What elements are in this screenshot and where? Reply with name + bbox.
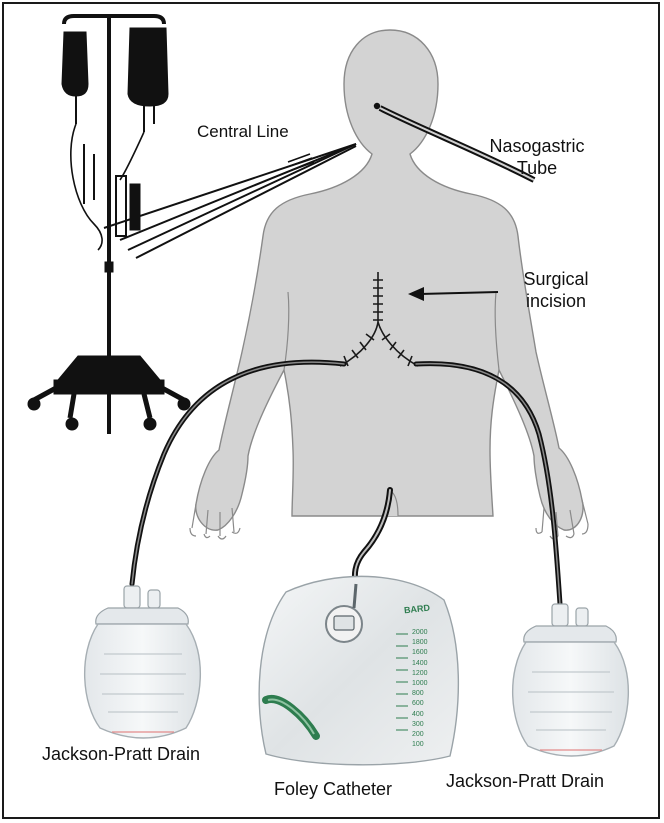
- surgical-incision-label: Surgical incision: [501, 269, 611, 312]
- foley-scale-mark: 200: [412, 730, 446, 740]
- surgical-label-line1: Surgical: [501, 269, 611, 291]
- foley-scale-mark: 2000: [412, 628, 446, 638]
- postoperative-patient-illustration: [4, 4, 660, 819]
- foley-catheter-label: Foley Catheter: [274, 779, 392, 801]
- foley-scale-mark: 400: [412, 710, 446, 720]
- jp-drain-left-label: Jackson-Pratt Drain: [42, 744, 200, 766]
- foley-scale-mark: 800: [412, 689, 446, 699]
- central-line-label: Central Line: [197, 122, 289, 142]
- nasogastric-tube-label: Nasogastric Tube: [471, 136, 603, 179]
- foley-scale-mark: 1800: [412, 638, 446, 648]
- foley-scale-mark: 1200: [412, 669, 446, 679]
- foley-scale-mark: 600: [412, 699, 446, 709]
- nasogastric-label-line2: Tube: [471, 158, 603, 180]
- foley-scale-mark: 1400: [412, 659, 446, 669]
- iv-pole: [28, 16, 190, 434]
- nasogastric-label-line1: Nasogastric: [471, 136, 603, 158]
- surgical-label-line2: incision: [501, 291, 611, 313]
- jp-drain-right-bulb: [513, 604, 629, 756]
- foley-scale-mark: 100: [412, 740, 446, 750]
- foley-scale-mark: 1000: [412, 679, 446, 689]
- foley-scale-mark: 1600: [412, 648, 446, 658]
- jp-drain-right-label: Jackson-Pratt Drain: [446, 771, 604, 793]
- jp-drain-left-bulb: [85, 586, 201, 738]
- foley-scale-mark: 300: [412, 720, 446, 730]
